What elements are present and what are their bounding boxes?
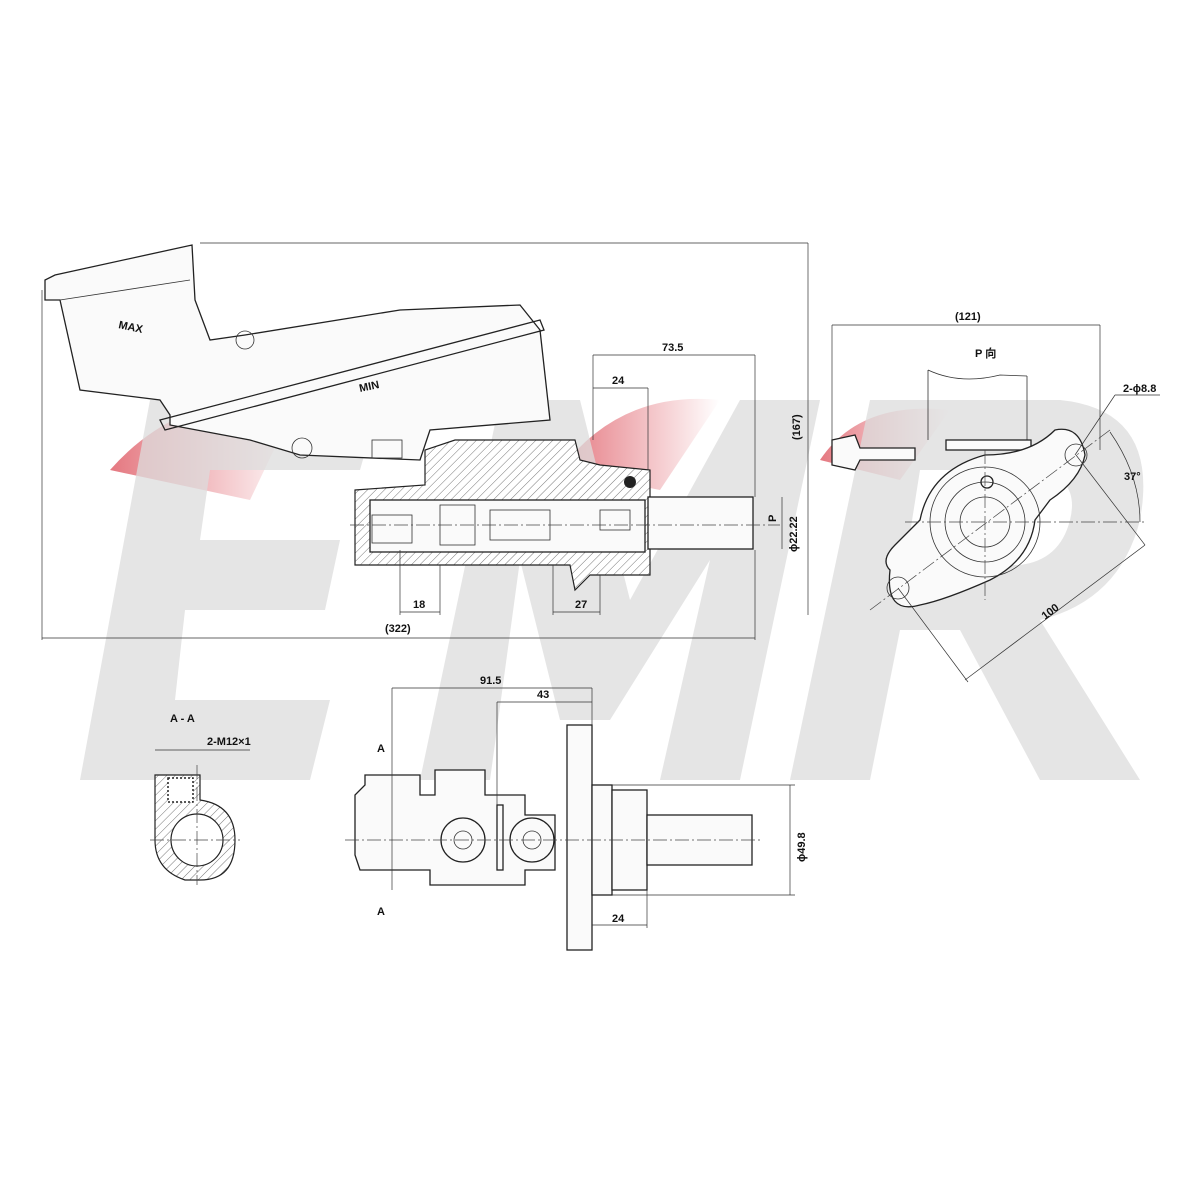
section-title: A - A	[170, 713, 195, 725]
thread-label: 2-M12×1	[207, 736, 251, 748]
dim-width: (121)	[955, 311, 981, 323]
dim-43: 43	[537, 689, 549, 701]
dim-holes: 2-ϕ8.8	[1123, 383, 1156, 395]
side-view: 91.5 43 24 ϕ49.8 A A	[345, 675, 808, 951]
dim-18: 18	[413, 599, 425, 611]
section-a-a: A - A 2-M12×1	[150, 713, 251, 885]
cut-mark-top: A	[377, 743, 385, 755]
min-label: MIN	[358, 379, 380, 395]
view-title: P 向	[975, 346, 996, 360]
dim-bore: ϕ22.22	[788, 516, 800, 552]
max-label: MAX	[117, 319, 144, 336]
dim-24-side: 24	[612, 913, 625, 925]
p-marker: P	[767, 515, 779, 522]
dim-91-5: 91.5	[480, 675, 501, 687]
dim-height: (167)	[791, 414, 803, 440]
watermark-logo	[80, 394, 1144, 780]
dim-73-5: 73.5	[662, 342, 683, 354]
dim-27: 27	[575, 599, 587, 611]
dim-24: 24	[612, 375, 625, 387]
watermark-letter-e	[80, 400, 380, 780]
cut-mark-bottom: A	[377, 906, 385, 918]
dim-angle: 37°	[1124, 471, 1141, 483]
reservoir: MAX MIN	[44, 244, 551, 461]
dim-overall-length: (322)	[385, 623, 411, 635]
dim-diameter: ϕ49.8	[796, 832, 808, 862]
section-view: (322) (167) 73.5 24 18 27 ϕ22.22 P	[41, 242, 809, 640]
